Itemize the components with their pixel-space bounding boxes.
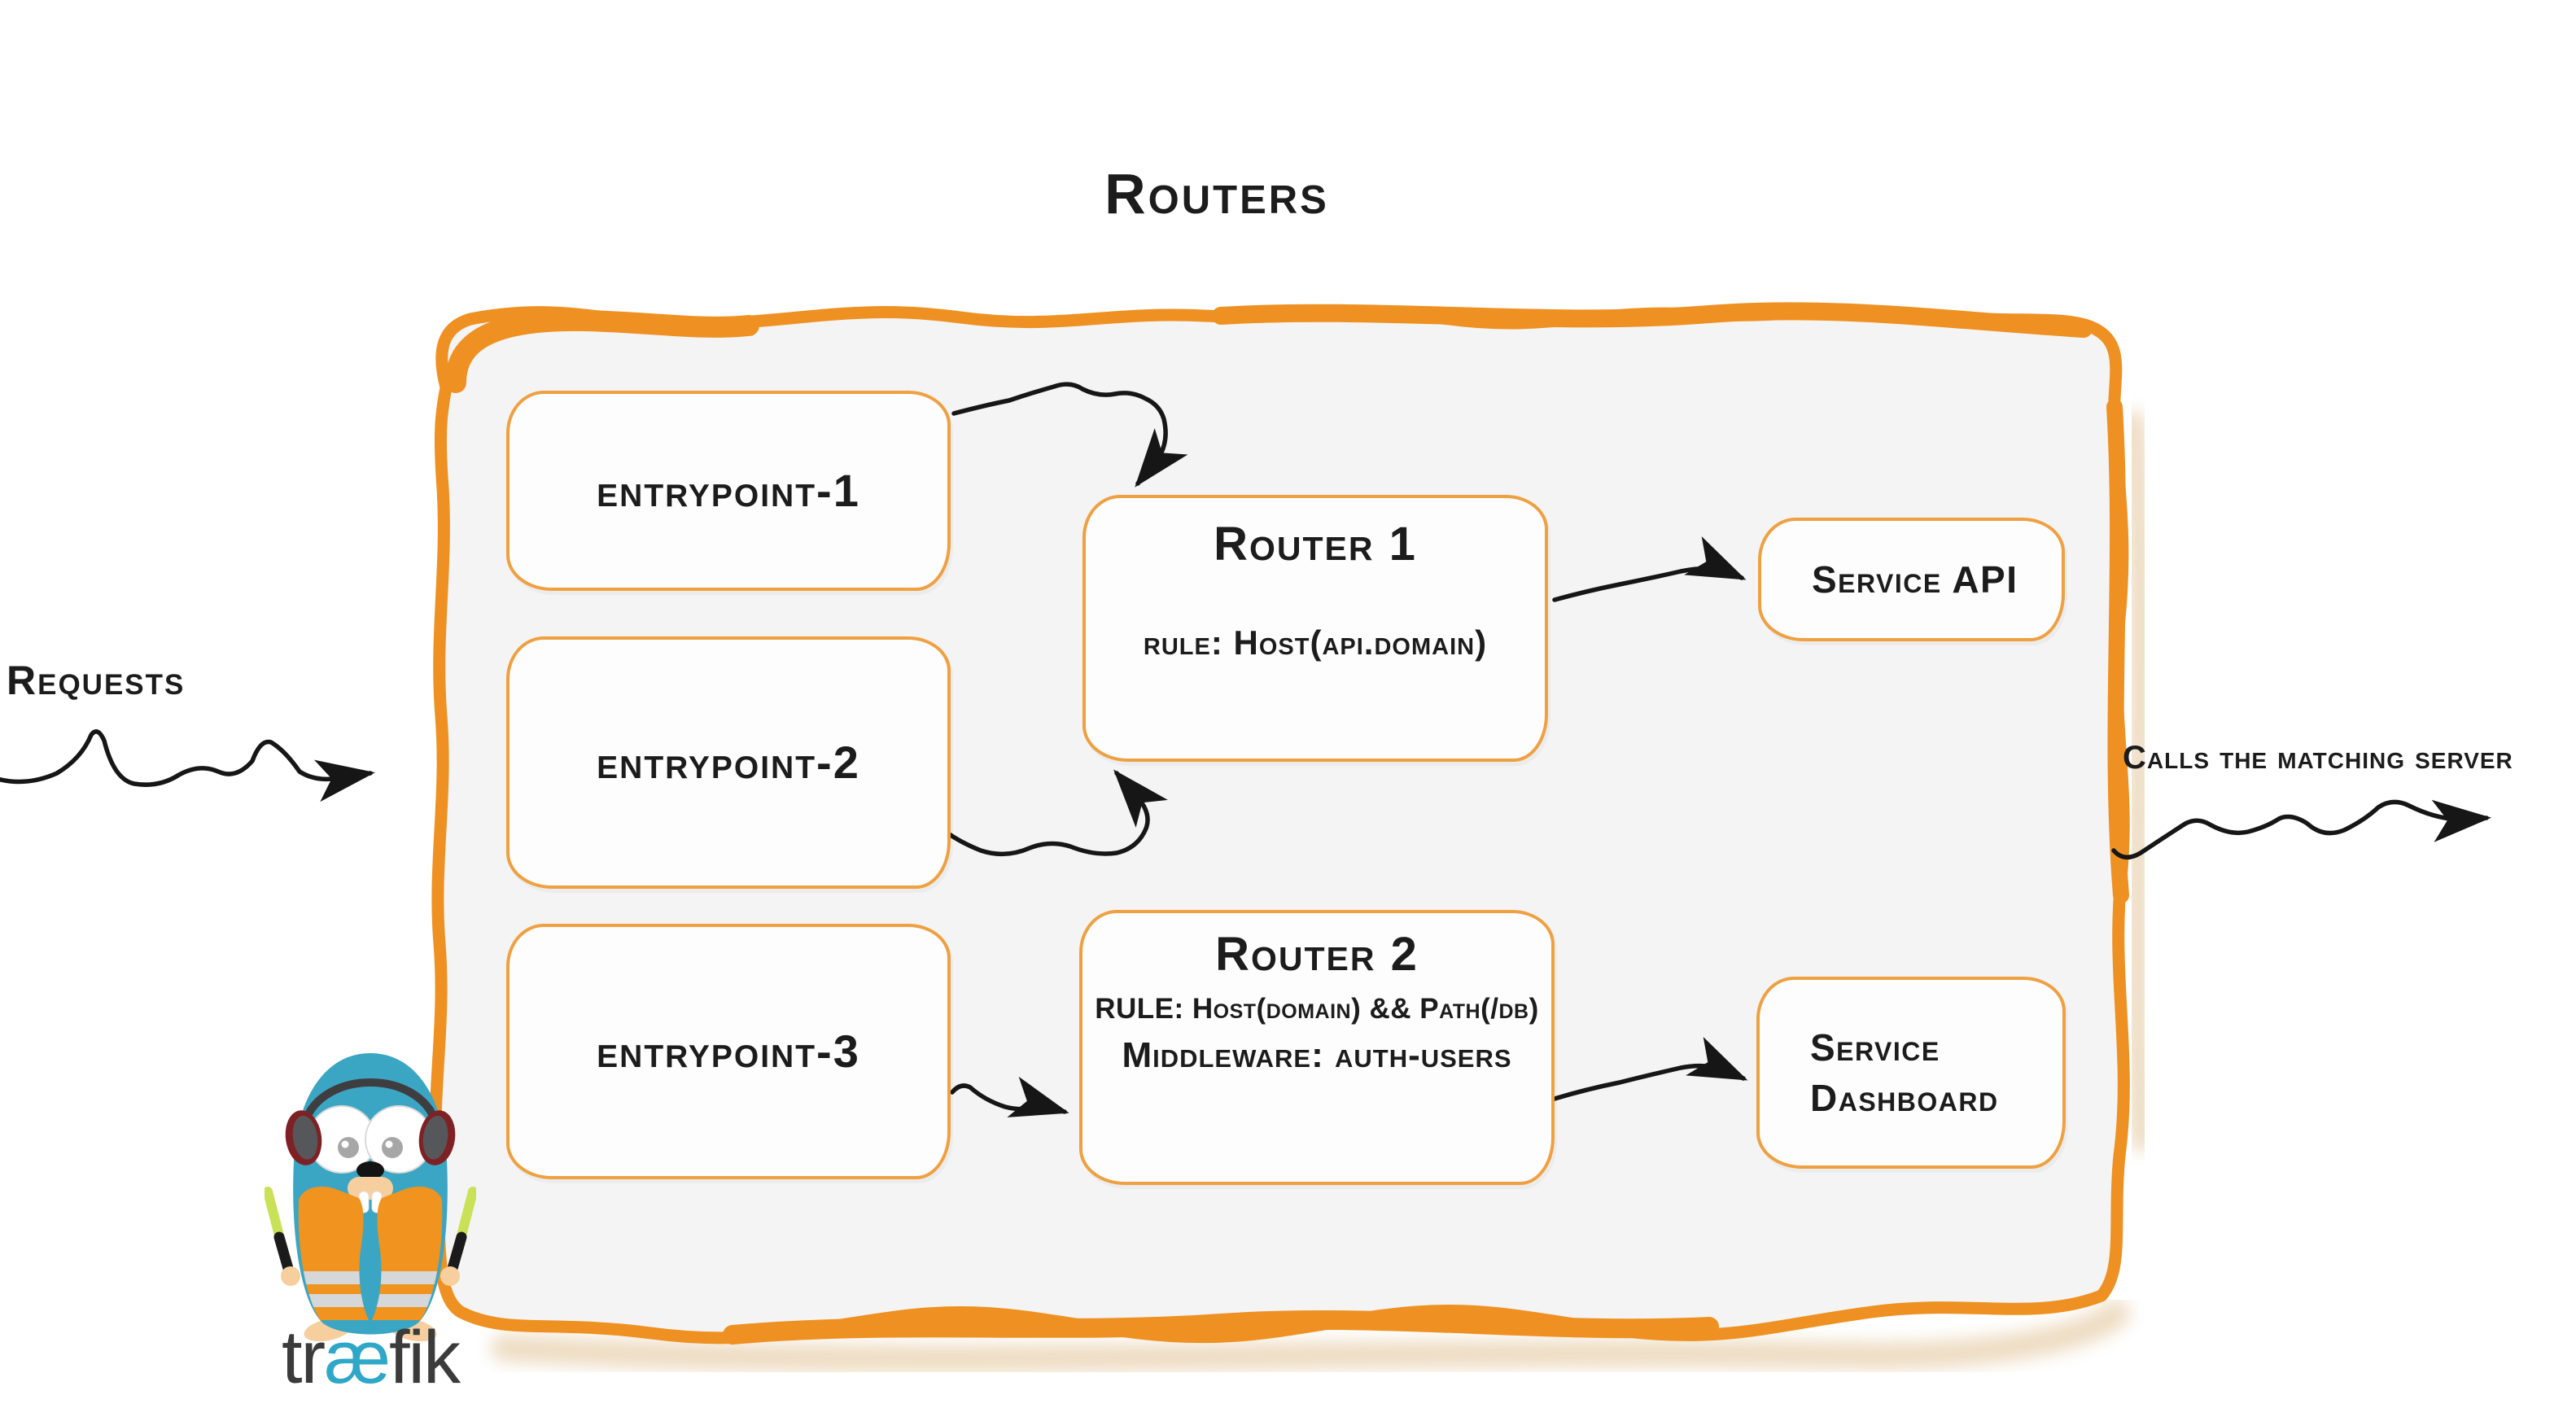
service-dashboard-label-line1: Service: [1810, 1026, 1940, 1069]
router-2-rule: RULE: Host(domain) && Path(/db): [1095, 993, 1539, 1025]
arrow-requests-in: [0, 729, 375, 802]
gopher-eyes: [308, 1105, 433, 1174]
gopher-hand-right: [440, 1266, 460, 1286]
arrow-calls-out: [2111, 799, 2491, 859]
baton-right-icon: [446, 1187, 476, 1277]
diagram-title: Routers: [1104, 162, 1329, 225]
calls-matching-server-label: Calls the matching server: [2123, 740, 2513, 776]
frame-shadow-bottom: [491, 1300, 2130, 1373]
entrypoint-2-box: entrypoint-2: [506, 636, 951, 889]
router-2-middleware: Middleware: auth-users: [1122, 1035, 1512, 1075]
traefik-gopher-logo: [265, 1053, 476, 1341]
entrypoint-1-label: entrypoint-1: [597, 464, 860, 516]
entrypoint-3-label: entrypoint-3: [597, 1025, 860, 1077]
gopher-nose: [356, 1161, 384, 1179]
entrypoint-1-box: entrypoint-1: [506, 391, 951, 591]
router-1-rule: rule: Host(api.domain): [1143, 623, 1488, 662]
service-api-box: Service API: [1758, 518, 2065, 641]
arrow-router1-to-service-api: [1552, 536, 1747, 602]
frame-brush-top-left: [445, 309, 759, 393]
router-1-box: Router 1 rule: Host(api.domain): [1082, 495, 1548, 762]
wordmark-pre: tr: [281, 1316, 326, 1399]
entrypoint-3-box: entrypoint-3: [506, 924, 951, 1179]
baton-left-icon: [265, 1187, 295, 1277]
router-1-title: Router 1: [1214, 518, 1417, 571]
traefik-wordmark: træfik: [236, 1315, 505, 1401]
gopher-hand-left: [281, 1266, 300, 1286]
entrypoint-2-label: entrypoint-2: [597, 736, 860, 788]
frame-brush-right: [2106, 399, 2129, 903]
frame-brush-top-right: [1212, 302, 2093, 338]
arrow-entrypoint1-to-router1: [951, 382, 1188, 488]
service-api-label: Service API: [1812, 558, 2018, 601]
router-2-title: Router 2: [1215, 928, 1419, 981]
frame-shadow-right: [2122, 411, 2154, 1152]
router-2-box: Router 2 RULE: Host(domain) && Path(/db)…: [1079, 910, 1555, 1185]
service-dashboard-label-line2: Dashboard: [1810, 1077, 1999, 1119]
arrow-router2-to-service-dashboard: [1552, 1037, 1748, 1101]
wordmark-ae: æ: [324, 1316, 391, 1399]
safety-vest: [298, 1187, 443, 1320]
headphones-icon: [285, 1078, 456, 1165]
service-dashboard-box: Service Dashboard: [1756, 977, 2066, 1169]
requests-label: Requests: [7, 658, 186, 703]
frame-brush-bottom: [723, 1310, 1719, 1345]
arrow-entrypoint3-to-router2: [950, 1076, 1069, 1117]
arrow-entrypoint2-to-router1: [943, 769, 1168, 857]
wordmark-post: fik: [389, 1316, 461, 1399]
gopher-muzzle: [348, 1177, 393, 1200]
